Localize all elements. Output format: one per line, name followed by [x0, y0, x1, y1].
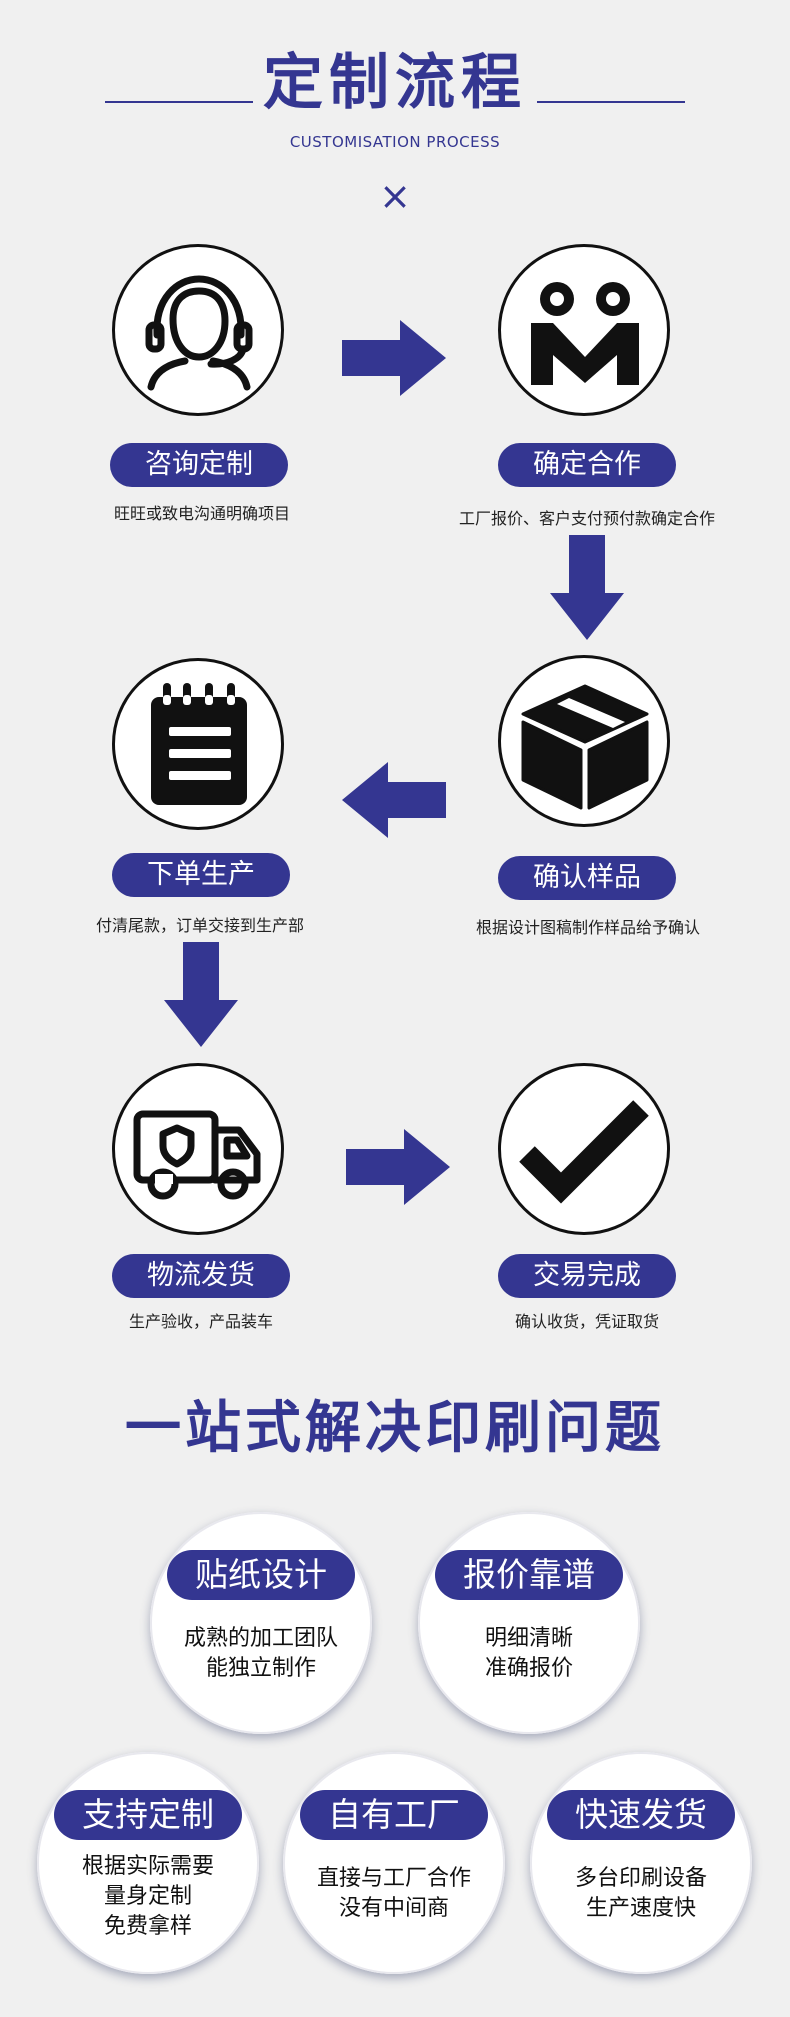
step-consult-desc: 旺旺或致电沟通明确项目	[113, 504, 290, 523]
step-cooperation-desc: 工厂报价、客户支付预付款确定合作	[458, 509, 715, 528]
step-complete-label: 交易完成	[498, 1254, 676, 1298]
arrow-down-icon	[164, 942, 238, 1047]
feature-label: 自有工厂	[300, 1790, 488, 1840]
feature-quote-card: 报价靠谱 明细清晰 准确报价	[418, 1512, 640, 1734]
feature-line: 量身定制	[103, 1884, 192, 1909]
cooperation-icon	[531, 282, 639, 385]
feature-custom-card: 支持定制 根据实际需要 量身定制 免费拿样	[37, 1752, 259, 1974]
feature-line: 根据实际需要	[81, 1854, 214, 1879]
feature-label: 报价靠谱	[435, 1550, 623, 1600]
page-subtitle: CUSTOMISATION PROCESS	[289, 133, 501, 151]
step-cooperation-circle	[498, 244, 670, 416]
close-icon: ×	[379, 174, 411, 218]
step-production-label: 下单生产	[112, 853, 290, 897]
step-sample-label: 确认样品	[498, 856, 676, 900]
step-cooperation-label: 确定合作	[498, 443, 676, 487]
section-title: 一站式解决印刷问题	[125, 1396, 665, 1461]
feature-line: 生产速度快	[585, 1896, 696, 1921]
feature-factory-card: 自有工厂 直接与工厂合作 没有中间商	[283, 1752, 505, 1974]
feature-line: 能独立制作	[205, 1656, 316, 1681]
feature-line: 明细清晰	[484, 1626, 573, 1651]
step-shipping-circle	[112, 1063, 284, 1235]
truck-icon	[133, 1110, 261, 1200]
feature-line: 没有中间商	[338, 1896, 449, 1921]
title-right-line	[537, 101, 685, 103]
box-icon	[521, 684, 649, 810]
step-sample-desc: 根据设计图稿制作样品给予确认	[475, 918, 700, 937]
step-production-desc: 付清尾款，订单交接到生产部	[95, 916, 304, 935]
feature-line: 直接与工厂合作	[316, 1866, 471, 1891]
notepad-icon	[151, 683, 247, 805]
feature-line: 免费拿样	[103, 1914, 192, 1939]
feature-shipping-card: 快速发货 多台印刷设备 生产速度快	[530, 1752, 752, 1974]
step-shipping-desc: 生产验收，产品装车	[128, 1312, 273, 1331]
feature-label: 支持定制	[54, 1790, 242, 1840]
feature-label: 贴纸设计	[167, 1550, 355, 1600]
step-consult-circle	[112, 244, 284, 416]
step-shipping-label: 物流发货	[112, 1254, 290, 1298]
step-sample-circle	[498, 655, 670, 827]
feature-line: 多台印刷设备	[574, 1866, 707, 1891]
feature-design-card: 贴纸设计 成熟的加工团队 能独立制作	[150, 1512, 372, 1734]
title-left-line	[105, 101, 253, 103]
feature-label: 快速发货	[547, 1790, 735, 1840]
step-complete-circle	[498, 1063, 670, 1235]
arrow-left-icon	[342, 762, 446, 838]
feature-line: 准确报价	[484, 1656, 573, 1681]
step-consult-label: 咨询定制	[110, 443, 288, 487]
feature-line: 成熟的加工团队	[183, 1626, 338, 1651]
checkmark-icon	[519, 1100, 649, 1204]
customer-service-icon	[145, 275, 253, 391]
arrow-right-icon	[346, 1129, 450, 1205]
page-title: 定制流程	[263, 48, 527, 118]
arrow-right-icon	[342, 320, 446, 396]
step-production-circle	[112, 658, 284, 830]
arrow-down-icon	[550, 535, 624, 640]
step-complete-desc: 确认收货，凭证取货	[514, 1312, 659, 1331]
